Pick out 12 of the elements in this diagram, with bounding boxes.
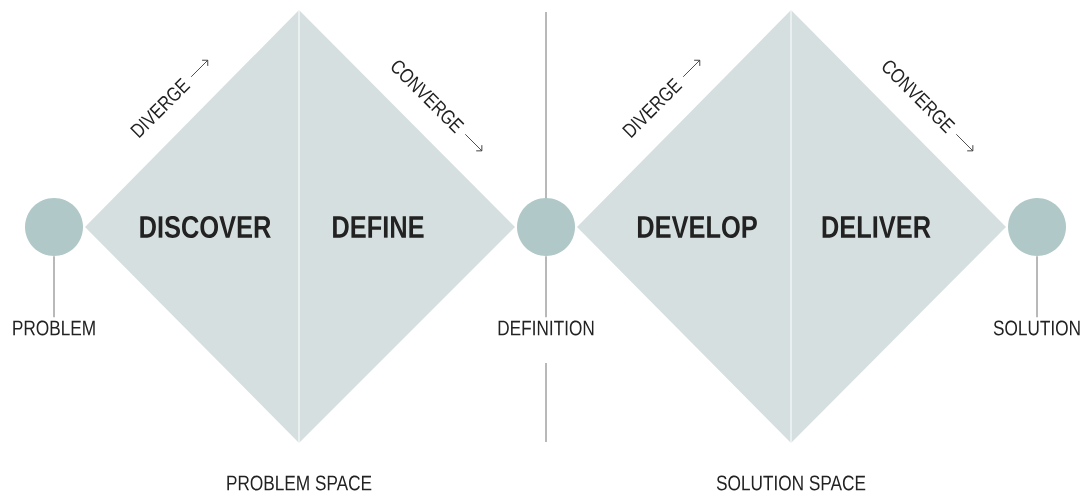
- circle-marker: [517, 198, 575, 256]
- circle-marker: [25, 198, 83, 256]
- circle-marker: [1008, 198, 1066, 256]
- node-label: DISCOVER: [140, 216, 271, 238]
- leader-line: [53, 255, 55, 318]
- section-label: PROBLEM SPACE: [227, 475, 372, 491]
- leader-line: [545, 255, 547, 318]
- leader-line: [1036, 255, 1038, 318]
- node-label: DEFINE: [333, 216, 424, 238]
- section-label: SOLUTION SPACE: [716, 475, 866, 491]
- node-label: DELIVER: [822, 216, 931, 238]
- node-label: DEVELOP: [637, 216, 757, 238]
